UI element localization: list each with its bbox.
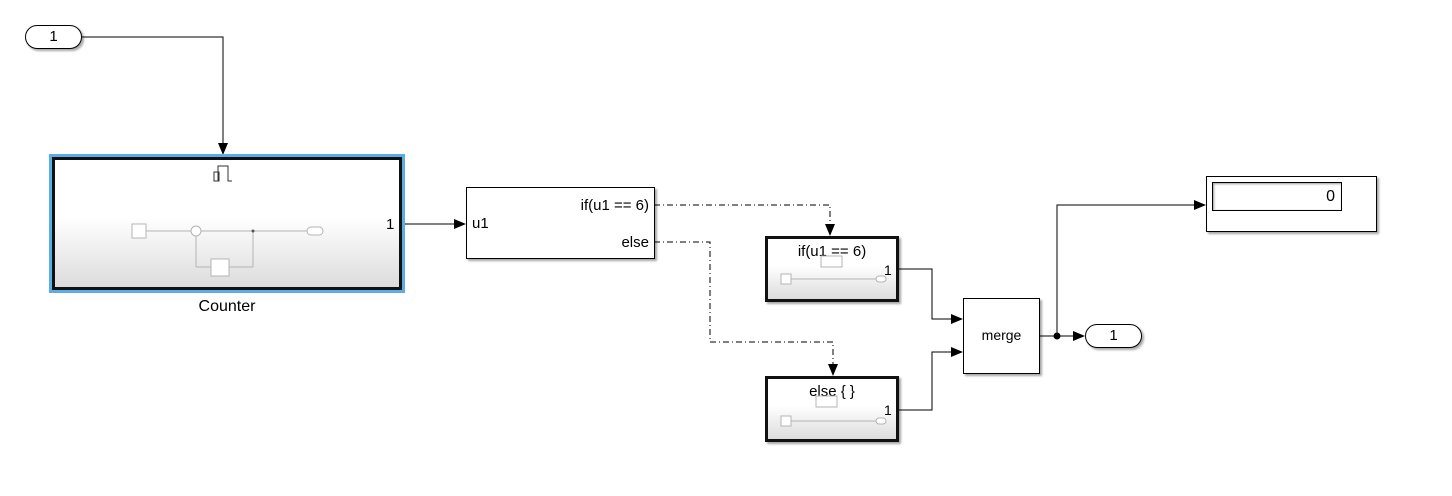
merge-block[interactable] [963,298,1040,374]
inport-label: 1 [49,28,58,45]
display-value-box: 0 [1212,182,1342,211]
outport-block[interactable]: 1 [1085,324,1142,348]
else-action-subsystem[interactable] [765,376,899,442]
display-value: 0 [1326,188,1335,205]
signal-line-inport-to-counter[interactable] [82,36,228,155]
signal-line-if-to-merge[interactable] [899,268,963,324]
counter-subsystem[interactable] [52,157,402,290]
if-block-in-port-label: u1 [472,215,489,232]
if-action-out-port-label: 1 [884,262,892,278]
else-action-out-port-label: 1 [884,402,892,418]
if-action-label: if(u1 == 6) [797,243,867,260]
if-block-out-else-label: else [621,234,649,251]
signal-line-else-to-merge[interactable] [899,347,963,411]
if-action-subsystem[interactable] [765,236,899,302]
counter-selection-frame [49,154,405,293]
signal-line-branch-to-display[interactable] [1056,200,1206,336]
action-line-else[interactable] [654,241,838,376]
outport-label: 1 [1109,327,1118,344]
counter-name: Counter [198,298,256,315]
else-action-label: else { } [809,383,855,400]
if-block[interactable] [466,187,655,259]
inport-block[interactable]: 1 [25,25,82,49]
action-line-if[interactable] [654,204,835,236]
if-block-out-if-label: if(u1 == 6) [580,197,649,214]
merge-label: merge [981,327,1022,343]
counter-out-port-label: 1 [386,216,395,233]
branch-point [1053,332,1061,340]
